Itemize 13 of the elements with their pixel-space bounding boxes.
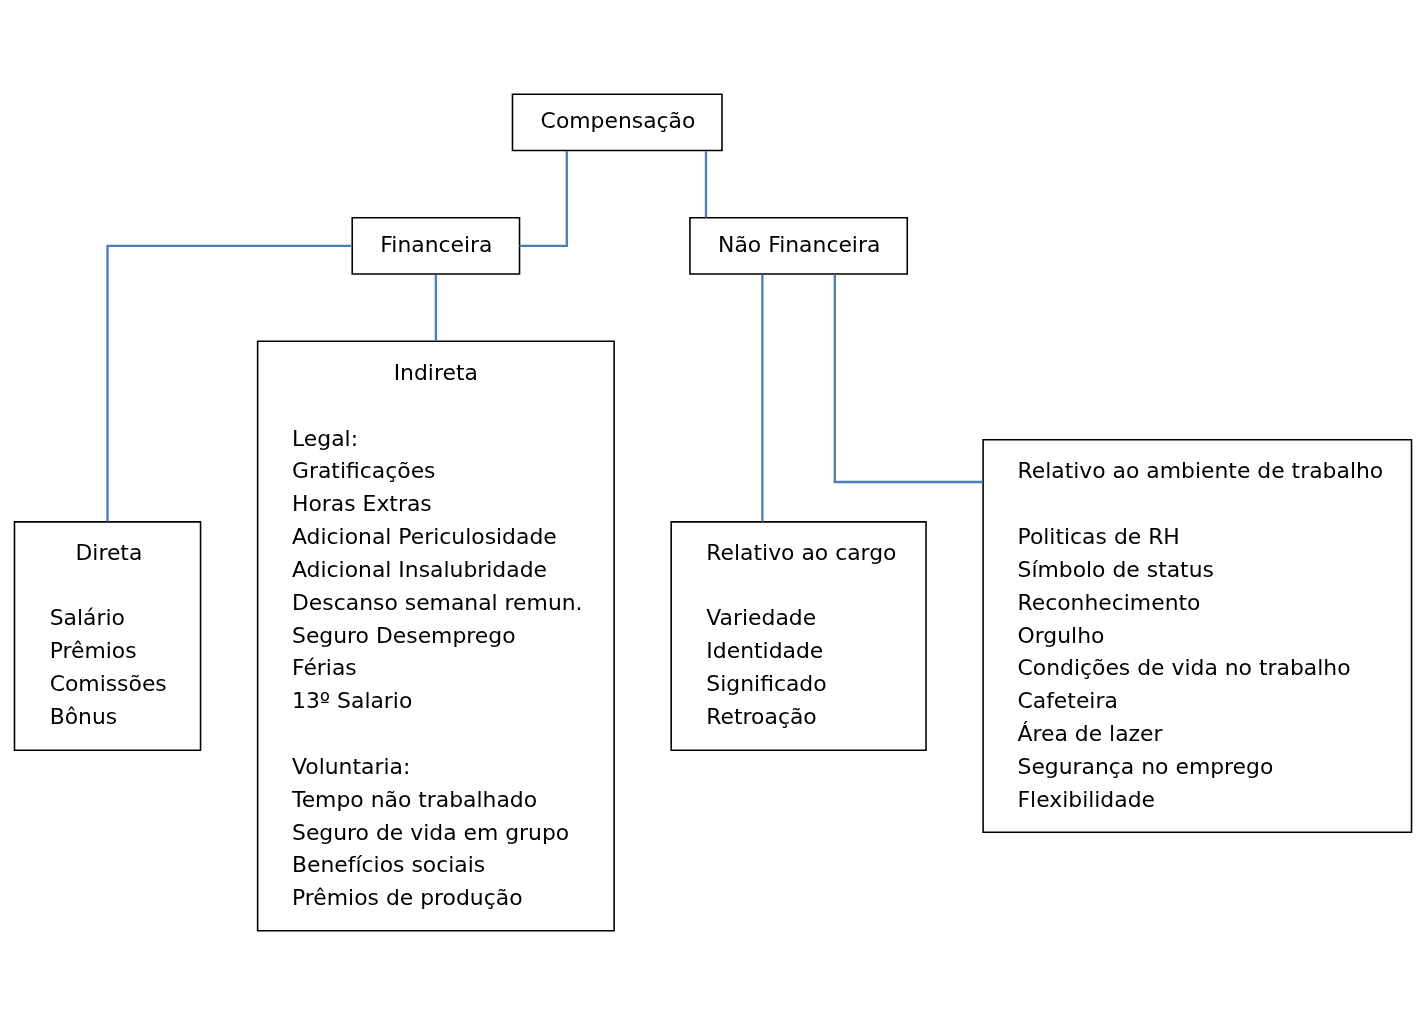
connector xyxy=(519,150,568,247)
node-box: Indireta Legal: Gratificações Horas Extras Adicional Periculosidade Adicional Insalubridade Descanso semanal remun. Seguro Desemprego Férias 13º Salario Voluntaria: Tempo não trabalhado Seguro de vida em grupo Benefícios sociais Prêmios de produção xyxy=(256,340,615,932)
connector xyxy=(106,244,353,522)
node-box: Não Financeira xyxy=(689,216,909,275)
node-box: Relativo ao cargo Variedade Identidade Significado Retroação xyxy=(670,520,927,751)
connector xyxy=(761,274,764,522)
node-box: Financeira xyxy=(351,216,521,275)
connector xyxy=(833,273,983,483)
node-box: Relativo ao ambiente de trabalho Politicas de RH Símbolo de status Reconhecimento Orgulho Condições de vida no trabalho Cafeteira Área de lazer Segurança no emprego Flexibilidade xyxy=(982,438,1413,833)
node-box: Compensação xyxy=(511,92,723,151)
connector xyxy=(434,274,438,341)
node-box: Direta Salário Prêmios Comissões Bônus xyxy=(13,520,202,751)
connector xyxy=(704,150,708,217)
